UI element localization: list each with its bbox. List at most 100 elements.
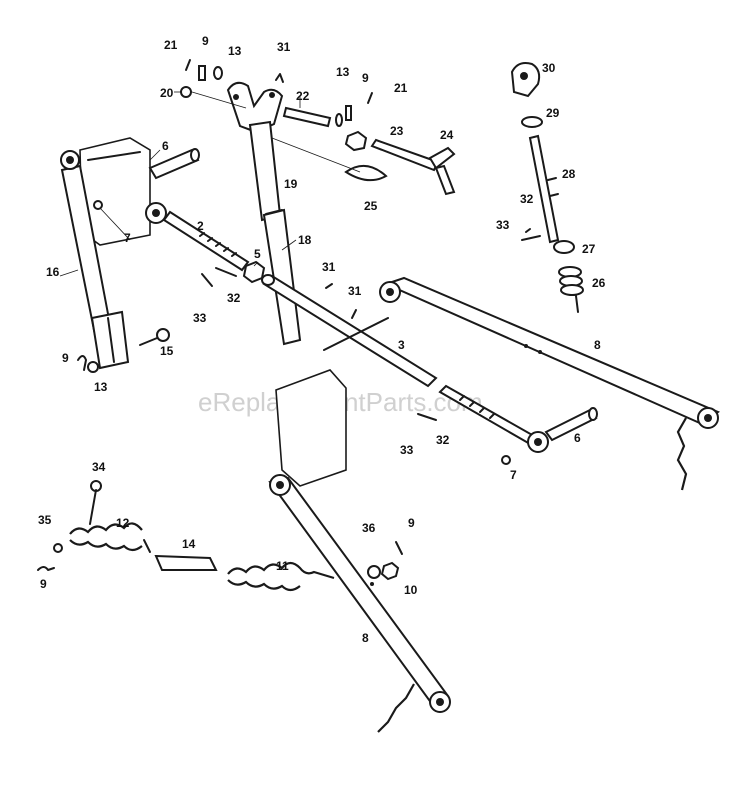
part-9-13-bottom-left — [77, 355, 99, 373]
callout-9: 9 — [408, 516, 415, 530]
part-16-lift-link — [60, 137, 151, 370]
part-33-pin-a — [201, 273, 213, 287]
callout-14: 14 — [182, 537, 196, 551]
part-9-clip-a — [198, 65, 206, 81]
part-31-pin-b — [325, 283, 333, 289]
callout-31: 31 — [348, 284, 362, 298]
callout-28: 28 — [562, 167, 576, 181]
part-13-washer-a — [213, 66, 223, 80]
mount-plate-lower — [275, 369, 347, 487]
part-2-turnbuckle-rod — [145, 202, 250, 272]
callout-8: 8 — [362, 631, 369, 645]
part-24-crank-handle — [370, 138, 456, 196]
callout-6: 6 — [162, 139, 169, 153]
part-9-clip-d — [37, 566, 55, 571]
part-29-spacer — [521, 116, 543, 128]
callout-35: 35 — [38, 513, 52, 527]
part-25-clip — [344, 165, 388, 182]
part-7-washer-b — [501, 455, 511, 465]
callout-33: 33 — [496, 218, 510, 232]
part-15-bolt — [139, 328, 170, 346]
part-21-pin-b — [367, 92, 373, 104]
callout-6: 6 — [574, 431, 581, 445]
callout-7: 7 — [510, 468, 517, 482]
part-18-19-upper-link — [226, 81, 302, 346]
part-32-pin-d — [521, 235, 541, 241]
part-11-chain-lower — [227, 579, 301, 592]
part-7-washer — [93, 200, 103, 210]
callout-9: 9 — [62, 351, 69, 365]
part-32-rod-right — [438, 384, 549, 453]
callout-7: 7 — [124, 231, 131, 245]
callout-21: 21 — [164, 38, 178, 52]
callout-20: 20 — [160, 86, 174, 100]
part-34-bolt — [89, 480, 102, 525]
part-9-clip-b — [345, 105, 352, 121]
part-21-pin-a — [185, 59, 191, 71]
callout-18: 18 — [298, 233, 312, 247]
callout-3: 3 — [398, 338, 405, 352]
callout-26: 26 — [592, 276, 606, 290]
callout-5: 5 — [254, 247, 261, 261]
callout-13: 13 — [228, 44, 242, 58]
part-30-bracket — [510, 62, 541, 98]
callout-27: 27 — [582, 242, 596, 256]
callout-30: 30 — [542, 61, 556, 75]
part-27-washer — [553, 240, 575, 254]
part-12-chain-lower — [69, 539, 143, 552]
part-33-pin-c — [417, 413, 437, 421]
callout-21: 21 — [394, 81, 408, 95]
callout-31: 31 — [322, 260, 336, 274]
part-8-lower-link-upper — [379, 276, 720, 429]
callout-31: 31 — [277, 40, 291, 54]
callout-22: 22 — [296, 89, 310, 103]
part-6-pin-lower — [544, 407, 598, 442]
part-32-pin-a — [215, 267, 237, 277]
part-12-chain — [69, 522, 143, 535]
callout-13: 13 — [336, 65, 350, 79]
callout-13: 13 — [94, 380, 108, 394]
callout-9: 9 — [40, 577, 47, 591]
part-22-pin — [282, 106, 332, 128]
callout-33: 33 — [400, 443, 414, 457]
callout-9: 9 — [362, 71, 369, 85]
part-6-pin-upper — [148, 148, 200, 180]
callout-11: 11 — [276, 559, 289, 573]
part-9-clip-e — [395, 541, 403, 555]
callout-32: 32 — [227, 291, 241, 305]
callout-10: 10 — [404, 583, 418, 597]
part-36-washer — [367, 565, 381, 579]
part-33-pin-d — [525, 228, 531, 233]
callout-16: 16 — [46, 265, 60, 279]
leader-lines — [59, 91, 301, 277]
callout-36: 36 — [362, 521, 376, 535]
part-5-nut — [242, 260, 266, 284]
part-14-strap — [154, 554, 218, 571]
callout-9: 9 — [202, 34, 209, 48]
callout-23: 23 — [390, 124, 404, 138]
part-10-nut — [380, 561, 400, 581]
part-23-nut — [344, 130, 368, 152]
callout-2: 2 — [197, 219, 204, 233]
part-8-chain-lower — [377, 683, 415, 733]
callout-32: 32 — [520, 192, 534, 206]
part-8-chain-upper — [676, 417, 688, 491]
callout-labels: 21 9 13 31 13 9 21 30 20 22 23 24 29 6 1… — [38, 34, 606, 645]
part-31-pin-c — [351, 309, 357, 319]
part-11-chain — [227, 561, 335, 580]
part-3-cross-shaft — [261, 274, 438, 388]
callout-8: 8 — [594, 338, 601, 352]
part-28-shaft — [528, 134, 560, 244]
callout-24: 24 — [440, 128, 454, 142]
part-26-spring — [558, 266, 584, 313]
callout-15: 15 — [160, 344, 174, 358]
callout-32: 32 — [436, 433, 450, 447]
callout-12: 12 — [116, 516, 130, 530]
callout-29: 29 — [546, 106, 560, 120]
part-20-ball — [180, 86, 192, 98]
callout-19: 19 — [284, 177, 298, 191]
part-13-washer-b — [335, 113, 343, 127]
part-35-washer — [53, 543, 63, 553]
part-8-lower-link-lower — [268, 474, 451, 713]
